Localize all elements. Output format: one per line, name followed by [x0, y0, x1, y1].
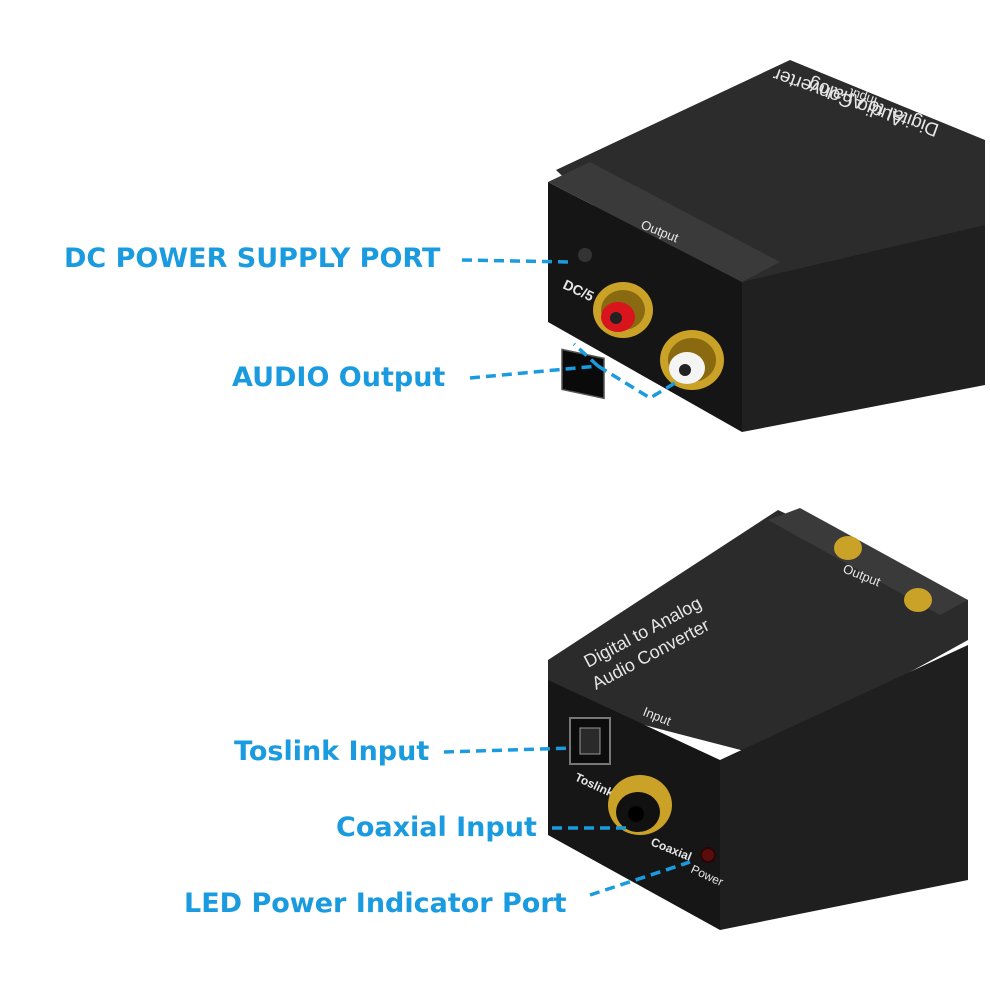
callout-toslink-input: Toslink Input: [234, 736, 430, 767]
device-ridge: [548, 162, 780, 282]
rear-rca-1: [834, 536, 862, 560]
converter-front-view: Output Digital to Analog Audio Converter…: [548, 508, 968, 930]
toslink-port-icon: [569, 717, 611, 765]
converter-rear-view: Digital to Analog Audio Converter Input …: [548, 60, 985, 432]
leader-audio-output-2: [597, 364, 681, 401]
callout-coaxial-input: Coaxial Input: [336, 812, 537, 843]
callout-led-port: LED Power Indicator Port: [184, 888, 567, 919]
rca-red-icon: [593, 282, 653, 338]
rear-rca-2: [904, 588, 932, 612]
coaxial-port-icon: [608, 775, 672, 835]
device2-side-face: [720, 645, 968, 930]
leader-led: [589, 860, 691, 897]
led-icon: [700, 847, 716, 863]
callout-dc-power: DC POWER SUPPLY PORT: [64, 243, 441, 274]
leader-lines: [443, 258, 691, 897]
rca-white-icon: [660, 330, 724, 390]
leader-dc-power: [461, 258, 571, 264]
leader-toslink: [443, 746, 573, 754]
callout-audio-output: AUDIO Output: [232, 362, 446, 393]
device-side-face: [742, 225, 985, 432]
